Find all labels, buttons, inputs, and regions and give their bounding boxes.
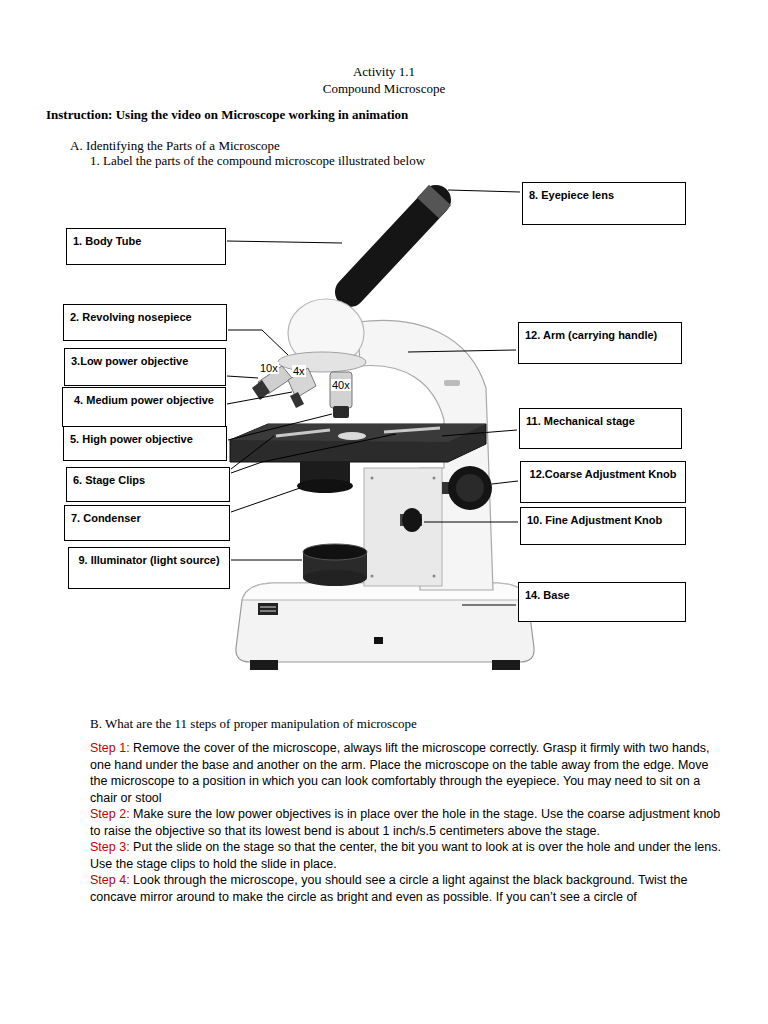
subtitle: Compound Microscope — [0, 81, 768, 97]
step-text: Remove the cover of the microscope, alwa… — [90, 741, 709, 805]
part-name: 6. Stage Clips — [73, 473, 223, 487]
label-box: 11. Mechanical stage — [519, 408, 682, 449]
part-name: 12. Arm (carrying handle) — [525, 328, 675, 342]
label-box: 3.Low power objective — [64, 348, 226, 386]
label-box: 4. Medium power objective — [62, 387, 226, 427]
part-name: 9. Illuminator (light source) — [75, 553, 223, 567]
label-box: 9. Illuminator (light source) — [68, 547, 230, 589]
task-line: 1. Label the parts of the compound micro… — [90, 153, 690, 169]
instruction: Instruction: Using the video on Microsco… — [46, 107, 646, 123]
magnification-label: 10x — [259, 362, 279, 374]
label-box: 12. Arm (carrying handle) — [518, 322, 682, 364]
step-text: Put the slide on the stage so that the c… — [90, 840, 721, 871]
part-name: 2. Revolving nosepiece — [70, 310, 220, 324]
step-text: Make sure the low power objectives is in… — [90, 807, 720, 838]
part-name: 3.Low power objective — [71, 354, 219, 368]
section-heading: B. What are the 11 steps of proper manip… — [90, 716, 730, 732]
step-number: Step 3: — [90, 840, 130, 854]
step-paragraph: Step 4: Look through the microscope, you… — [90, 872, 724, 905]
label-box: 7. Condenser — [64, 505, 230, 541]
part-name: 11. Mechanical stage — [526, 414, 675, 428]
part-name: 10. Fine Adjustment Knob — [527, 513, 679, 527]
label-box: 6. Stage Clips — [66, 467, 230, 502]
part-name: 8. Eyepiece lens — [529, 188, 679, 202]
section-heading: A. Identifying the Parts of a Microscope — [70, 138, 670, 154]
label-box: 8. Eyepiece lens — [522, 182, 686, 225]
step-number: Step 1: — [90, 741, 130, 755]
steps-text: Step 1: Remove the cover of the microsco… — [90, 740, 724, 905]
step-paragraph: Step 2: Make sure the low power objectiv… — [90, 806, 724, 839]
part-name: 12.Coarse Adjustment Knob — [527, 467, 679, 481]
step-paragraph: Step 1: Remove the cover of the microsco… — [90, 740, 724, 806]
label-box: 14. Base — [518, 582, 686, 622]
part-name: 7. Condenser — [71, 511, 223, 525]
magnification-label: 4x — [292, 365, 306, 377]
magnification-label: 40x — [331, 379, 351, 391]
label-box: 12.Coarse Adjustment Knob — [520, 461, 686, 503]
step-number: Step 2: — [90, 807, 130, 821]
label-box: 10. Fine Adjustment Knob — [520, 507, 686, 545]
label-box: 2. Revolving nosepiece — [63, 304, 227, 341]
part-name: 5. High power objective — [70, 432, 220, 446]
part-name: 4. Medium power objective — [69, 393, 219, 407]
step-paragraph: Step 3: Put the slide on the stage so th… — [90, 839, 724, 872]
page-title: Activity 1.1 — [0, 64, 768, 80]
label-box: 5. High power objective — [63, 426, 227, 461]
part-name: 1. Body Tube — [73, 234, 219, 248]
step-text: Look through the microscope, you should … — [90, 873, 687, 904]
label-box: 1. Body Tube — [66, 228, 226, 265]
part-name: 14. Base — [525, 588, 679, 602]
step-number: Step 4: — [90, 873, 130, 887]
